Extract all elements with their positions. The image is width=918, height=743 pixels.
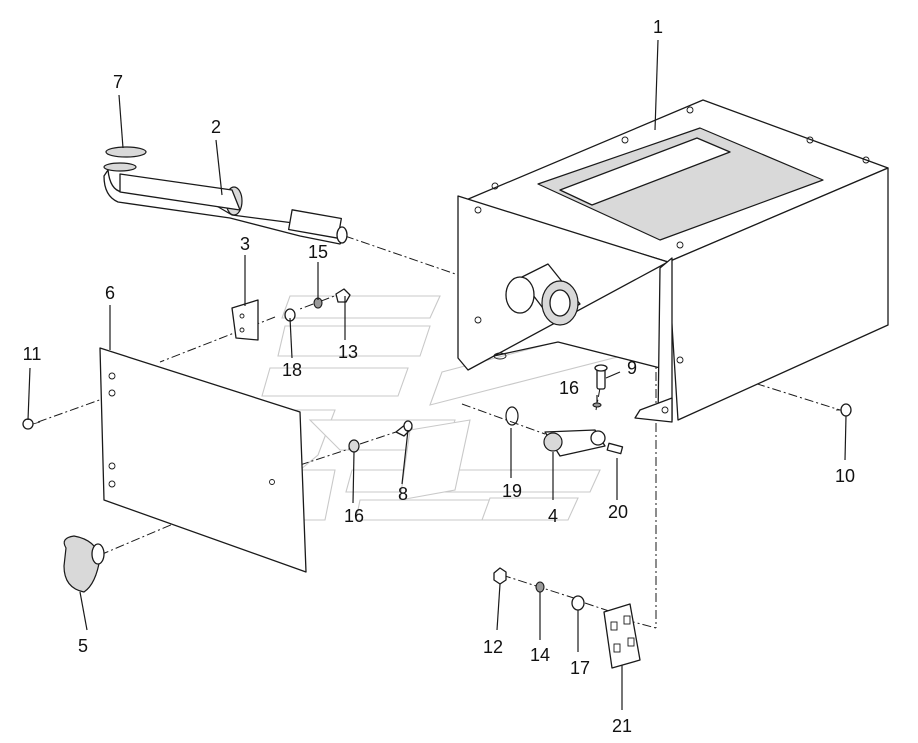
grip-pad: [103, 146, 147, 172]
label-part-2: 2: [211, 117, 221, 137]
label-part-9: 9: [627, 358, 637, 378]
label-part-1: 1: [653, 17, 663, 37]
cover-plate: [99, 347, 307, 573]
label-part-5: 5: [78, 636, 88, 656]
label-part-11: 11: [23, 344, 42, 364]
part-number-labels: 1 2 7 3 15 6 13 11 18 9 16 10 8 19 16 4 …: [23, 17, 855, 736]
pin-and-washer-left: [348, 420, 413, 453]
label-part-14: 14: [530, 645, 550, 665]
label-part-10: 10: [835, 466, 855, 486]
label-part-16-right: 16: [559, 378, 579, 398]
lever-shaft: [103, 169, 348, 245]
small-hardware-bottom: [493, 567, 641, 669]
label-part-3: 3: [240, 234, 250, 254]
bracket: [231, 299, 259, 341]
bolt-right: [836, 403, 852, 417]
label-part-7: 7: [113, 72, 123, 92]
label-part-12: 12: [483, 637, 503, 657]
bushing: [505, 263, 581, 326]
small-hardware-top: [284, 288, 351, 322]
label-part-16-left: 16: [344, 506, 364, 526]
label-part-17: 17: [570, 658, 590, 678]
label-part-6: 6: [105, 283, 115, 303]
label-part-18: 18: [282, 360, 302, 380]
label-part-19: 19: [502, 481, 522, 501]
leader-lines: [27, 39, 847, 710]
label-part-20: 20: [608, 502, 628, 522]
label-part-21: 21: [612, 716, 632, 736]
label-part-15: 15: [308, 242, 328, 262]
label-part-13: 13: [338, 342, 358, 362]
housing-box: [457, 99, 889, 423]
knob: [63, 535, 105, 593]
label-part-4: 4: [548, 506, 558, 526]
label-part-8: 8: [398, 484, 408, 504]
screw-left: [22, 418, 41, 430]
latch-assembly: [505, 364, 624, 457]
